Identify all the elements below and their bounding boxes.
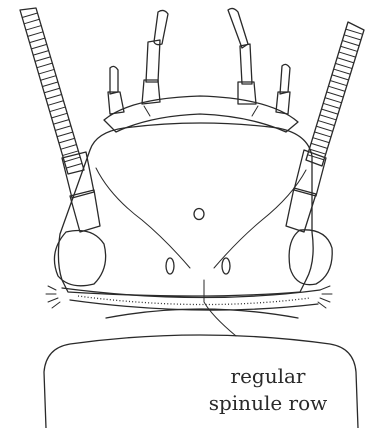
annotation-line-1: regular <box>231 364 306 388</box>
antenna-segment <box>39 69 54 74</box>
antenna-segment <box>338 58 353 63</box>
antenna-segment <box>52 113 67 118</box>
antenna-segment <box>57 132 72 137</box>
posterior-margin <box>46 286 332 318</box>
antenna-segment <box>37 63 52 68</box>
antenna-segment <box>341 46 356 51</box>
antenna-segment <box>42 82 57 87</box>
antenna-segment <box>312 144 327 149</box>
antenna-segment <box>31 44 46 49</box>
antenna-segment <box>59 138 74 143</box>
antenna-segment <box>26 26 41 31</box>
antenna-segment <box>343 41 358 46</box>
annotation-line-2: spinule row <box>209 391 328 415</box>
leader-line <box>204 280 236 336</box>
antenna-segment <box>66 163 81 168</box>
antenna-segment <box>331 81 346 86</box>
antenna-segment <box>317 126 332 131</box>
antenna-segment <box>28 32 43 37</box>
antenna-segment <box>336 64 351 69</box>
antenna-segment <box>48 101 63 106</box>
antenna-segment <box>347 29 362 34</box>
antenna-segment <box>44 88 59 93</box>
mouthparts <box>104 8 298 132</box>
antenna-segment <box>315 132 330 137</box>
antenna-segment <box>50 107 65 112</box>
antenna-segment <box>55 126 70 131</box>
antenna-segment <box>54 120 69 125</box>
antenna-segment <box>65 157 80 162</box>
antenna-segment <box>319 121 334 126</box>
antenna-segment <box>324 104 339 109</box>
antenna-segment <box>24 19 39 24</box>
antenna-segment <box>30 38 45 43</box>
antenna-segment <box>320 115 335 120</box>
antenna-segment <box>322 109 337 114</box>
antenna-segment <box>313 138 328 143</box>
left-eye <box>54 231 105 286</box>
antenna-segment <box>334 69 349 74</box>
antenna-segment <box>46 95 61 100</box>
antenna-segment <box>35 57 50 62</box>
antenna-segment <box>22 13 37 18</box>
antenna-segment <box>33 51 48 56</box>
antenna-segment <box>326 98 341 103</box>
annotation: regular spinule row <box>204 280 327 415</box>
antenna-segment <box>333 75 348 80</box>
antenna-segment <box>61 145 76 150</box>
antenna-segment <box>345 35 360 40</box>
antenna-segment <box>327 92 342 97</box>
antenna-segment <box>41 76 56 81</box>
antenna-segment <box>340 52 355 57</box>
right-eye <box>289 230 332 285</box>
left-antenna <box>20 8 100 232</box>
antenna-segment <box>329 86 344 91</box>
right-antenna <box>286 22 364 232</box>
